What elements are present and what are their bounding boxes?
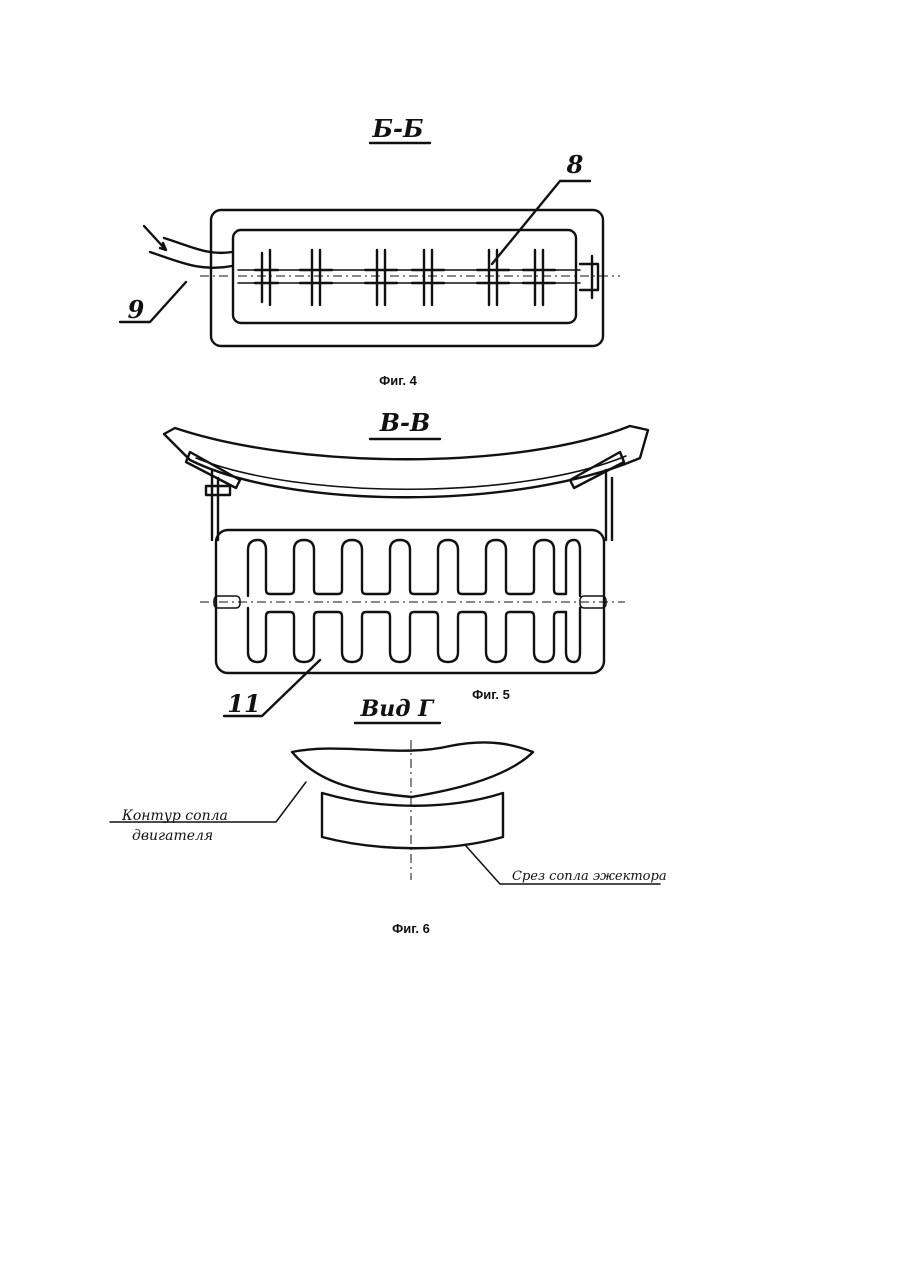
fig4-section-label: Б-Б	[372, 114, 424, 143]
fig4-cross-6	[523, 250, 555, 305]
fig4-cross-3	[365, 250, 397, 305]
figure-6: Вид Г Контур сопла двигателя Срез сопла …	[110, 696, 667, 936]
fig4-callout-8: 8	[566, 150, 584, 179]
fig4-cross-2	[300, 250, 332, 305]
figure-4: Б-Б 8 9 Фиг. 4	[120, 114, 620, 388]
fig5-right-bracket	[570, 452, 624, 540]
fig4-nozzle-crosses	[255, 250, 555, 305]
fig4-inlet-arrow	[144, 226, 166, 250]
fig5-serpentine-lower	[248, 608, 580, 662]
fig5-serpentine-upper	[248, 540, 580, 596]
fig5-callout-11: 11	[227, 689, 260, 718]
fig6-engine-nozzle-contour	[292, 742, 533, 797]
fig5-caption: Фиг. 5	[472, 687, 510, 702]
fig6-caption: Фиг. 6	[392, 921, 430, 936]
fig4-cross-1	[255, 250, 278, 305]
fig5-section-label: В-В	[379, 408, 431, 437]
fig4-right-mount	[580, 256, 598, 298]
fig4-cross-4	[412, 250, 444, 305]
fig6-ejector-label: Срез сопла эжектора	[512, 869, 667, 884]
figure-5: В-В 11 Фиг. 5	[164, 408, 648, 718]
fig4-cross-5	[477, 250, 509, 305]
fig5-left-bracket	[186, 452, 240, 540]
fig4-callout-9: 9	[128, 295, 145, 324]
fig6-view-label: Вид Г	[360, 696, 436, 722]
fig6-engine-label-line2: двигателя	[132, 828, 213, 844]
fig6-ejector-nozzle-section	[322, 793, 503, 848]
fig4-caption: Фиг. 4	[379, 373, 417, 388]
